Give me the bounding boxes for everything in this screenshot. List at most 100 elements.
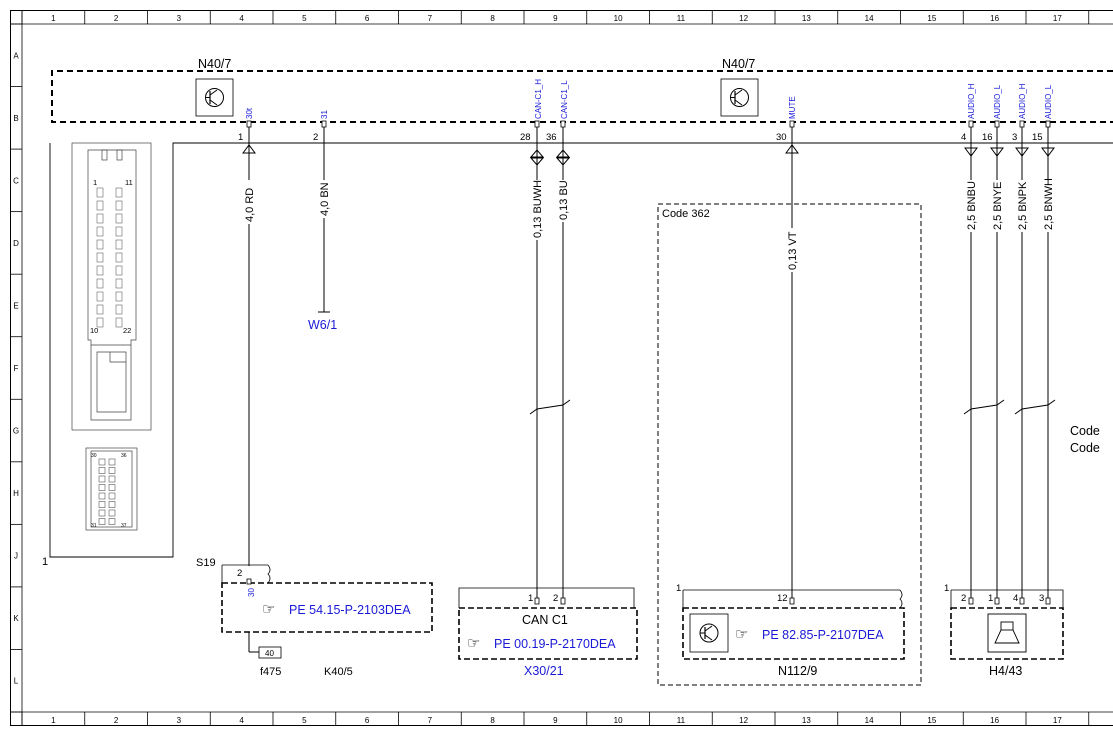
connector-outline (49, 142, 1113, 558)
module-label-n40-right: N40/7 (722, 57, 755, 71)
grid-column-label: 10 (614, 14, 623, 23)
arrow-up-icon (242, 144, 799, 154)
grid-column-label: 13 (802, 716, 811, 725)
wire-label-2-5-bnye: 2,5 BNYE (992, 182, 1004, 230)
fuse-number: 40 (265, 649, 274, 658)
grid-column-label: 1 (51, 716, 56, 725)
grid-column-label: 16 (990, 716, 999, 725)
reference-link-pe-54-15[interactable]: PE 54.15-P-2103DEA (289, 603, 411, 617)
arrow-down-icon (964, 147, 1055, 157)
connector-slot (115, 252, 123, 263)
connector-face-upper (71, 142, 152, 431)
grid-column-label: 7 (428, 716, 433, 725)
reference-link-pe-82-85[interactable]: PE 82.85-P-2107DEA (762, 628, 884, 642)
code-362-label: Code 362 (662, 208, 710, 220)
speaker-icon (987, 613, 1027, 653)
connector-slot (96, 239, 104, 250)
h4-pin-2: 2 (961, 593, 966, 604)
module-label-n112-9: N112/9 (778, 664, 817, 678)
connector-slot (98, 458, 106, 466)
can-c1-title: CAN C1 (522, 613, 568, 627)
grid-column-label: 13 (802, 14, 811, 23)
connector-slot (108, 484, 116, 491)
grid-row-label: C (13, 176, 19, 185)
module-label-x30-21[interactable]: X30/21 (524, 664, 564, 678)
pin-number-15: 15 (1032, 132, 1043, 143)
grid-column-label: 6 (365, 14, 370, 23)
grid-column-label: 15 (927, 14, 936, 23)
h4-pin-1: 1 (988, 593, 993, 604)
signal-31: 31 (320, 110, 329, 119)
can-pin-1: 1 (528, 593, 533, 604)
h4-pin-4: 4 (1013, 593, 1018, 604)
grid-row-label: G (13, 427, 19, 436)
connector-slot (115, 278, 123, 289)
grid-column-label: 12 (739, 716, 748, 725)
grid-row-label: A (13, 51, 19, 60)
signal-mute: MUTE (788, 96, 797, 119)
connector-slot (115, 265, 123, 276)
grid-column-label: 11 (677, 716, 686, 725)
connector-callout: 1 (42, 556, 48, 568)
reference-hand-icon: ☞ (467, 635, 480, 652)
grid-row-label: F (14, 364, 19, 373)
module-label-k40-5: K40/5 (324, 666, 353, 678)
grid-column-label: 17 (1053, 716, 1062, 725)
transistor-icon (195, 78, 234, 117)
grid-row-label: B (13, 114, 18, 123)
face-label-31: 31 (91, 523, 97, 529)
module-label-h4-43: H4/43 (989, 664, 1022, 678)
pin-number-36: 36 (546, 132, 557, 143)
grid-column-label: 11 (677, 14, 686, 23)
face-label-10: 10 (90, 326, 98, 335)
ground-point-w6-1[interactable]: W6/1 (308, 318, 337, 332)
connector-slot (96, 304, 104, 315)
n40-module-outline (51, 70, 1113, 123)
face-label-11: 11 (125, 178, 133, 187)
grid-column-label: 2 (114, 716, 119, 725)
grid-column-label: 3 (177, 14, 182, 23)
connector-slot (115, 291, 123, 302)
fuse-label-f475: f475 (260, 666, 281, 678)
grid-row-label: E (13, 301, 18, 310)
face-label-36: 36 (121, 453, 127, 459)
signal-30t: 30t (245, 107, 254, 119)
connector-slot (98, 518, 106, 525)
can-c1-block (458, 587, 638, 660)
connector-slot (98, 467, 106, 474)
pin-number-1: 1 (238, 132, 243, 143)
face-label-30: 30 (91, 453, 97, 459)
connector-slot (96, 226, 104, 237)
connector-slot (98, 492, 106, 500)
wire-label-0-13-buwh: 0,13 BUWH (532, 180, 544, 238)
grid-column-label: 8 (490, 14, 495, 23)
drawing-frame (10, 10, 1113, 726)
reference-hand-icon: ☞ (262, 601, 275, 618)
code-362-outline (657, 203, 922, 686)
pin-stubs (246, 120, 1051, 128)
signal-audio-l-2: AUDIO_L (1044, 84, 1053, 119)
wire-label-0-13-vt: 0,13 VT (787, 231, 799, 270)
grid-column-label: 9 (553, 14, 558, 23)
wire-label-2-5-bnwh: 2,5 BNWH (1043, 178, 1055, 230)
grid-column-label: 4 (239, 716, 244, 725)
module-label-n40-left: N40/7 (198, 57, 231, 71)
grid-column-label: 10 (614, 716, 623, 725)
reference-hand-icon: ☞ (735, 626, 748, 643)
grid-column-label: 5 (302, 716, 307, 725)
reference-link-pe-00-19[interactable]: PE 00.19-P-2170DEA (494, 637, 616, 651)
face-label-1: 1 (93, 178, 97, 187)
arrow-bidirectional-icon (529, 149, 571, 166)
connector-slot (96, 252, 104, 263)
grid-column-label: 4 (239, 14, 244, 23)
grid-row-label: J (14, 552, 18, 561)
connector-face-lower (85, 447, 138, 531)
grid-column-label: 8 (490, 716, 495, 725)
connector-slot (96, 291, 104, 302)
connector-slot (115, 239, 123, 250)
wire-label-0-13-bu: 0,13 BU (558, 180, 570, 220)
connector-slot (96, 187, 104, 198)
pin-number-30: 30 (776, 132, 787, 143)
